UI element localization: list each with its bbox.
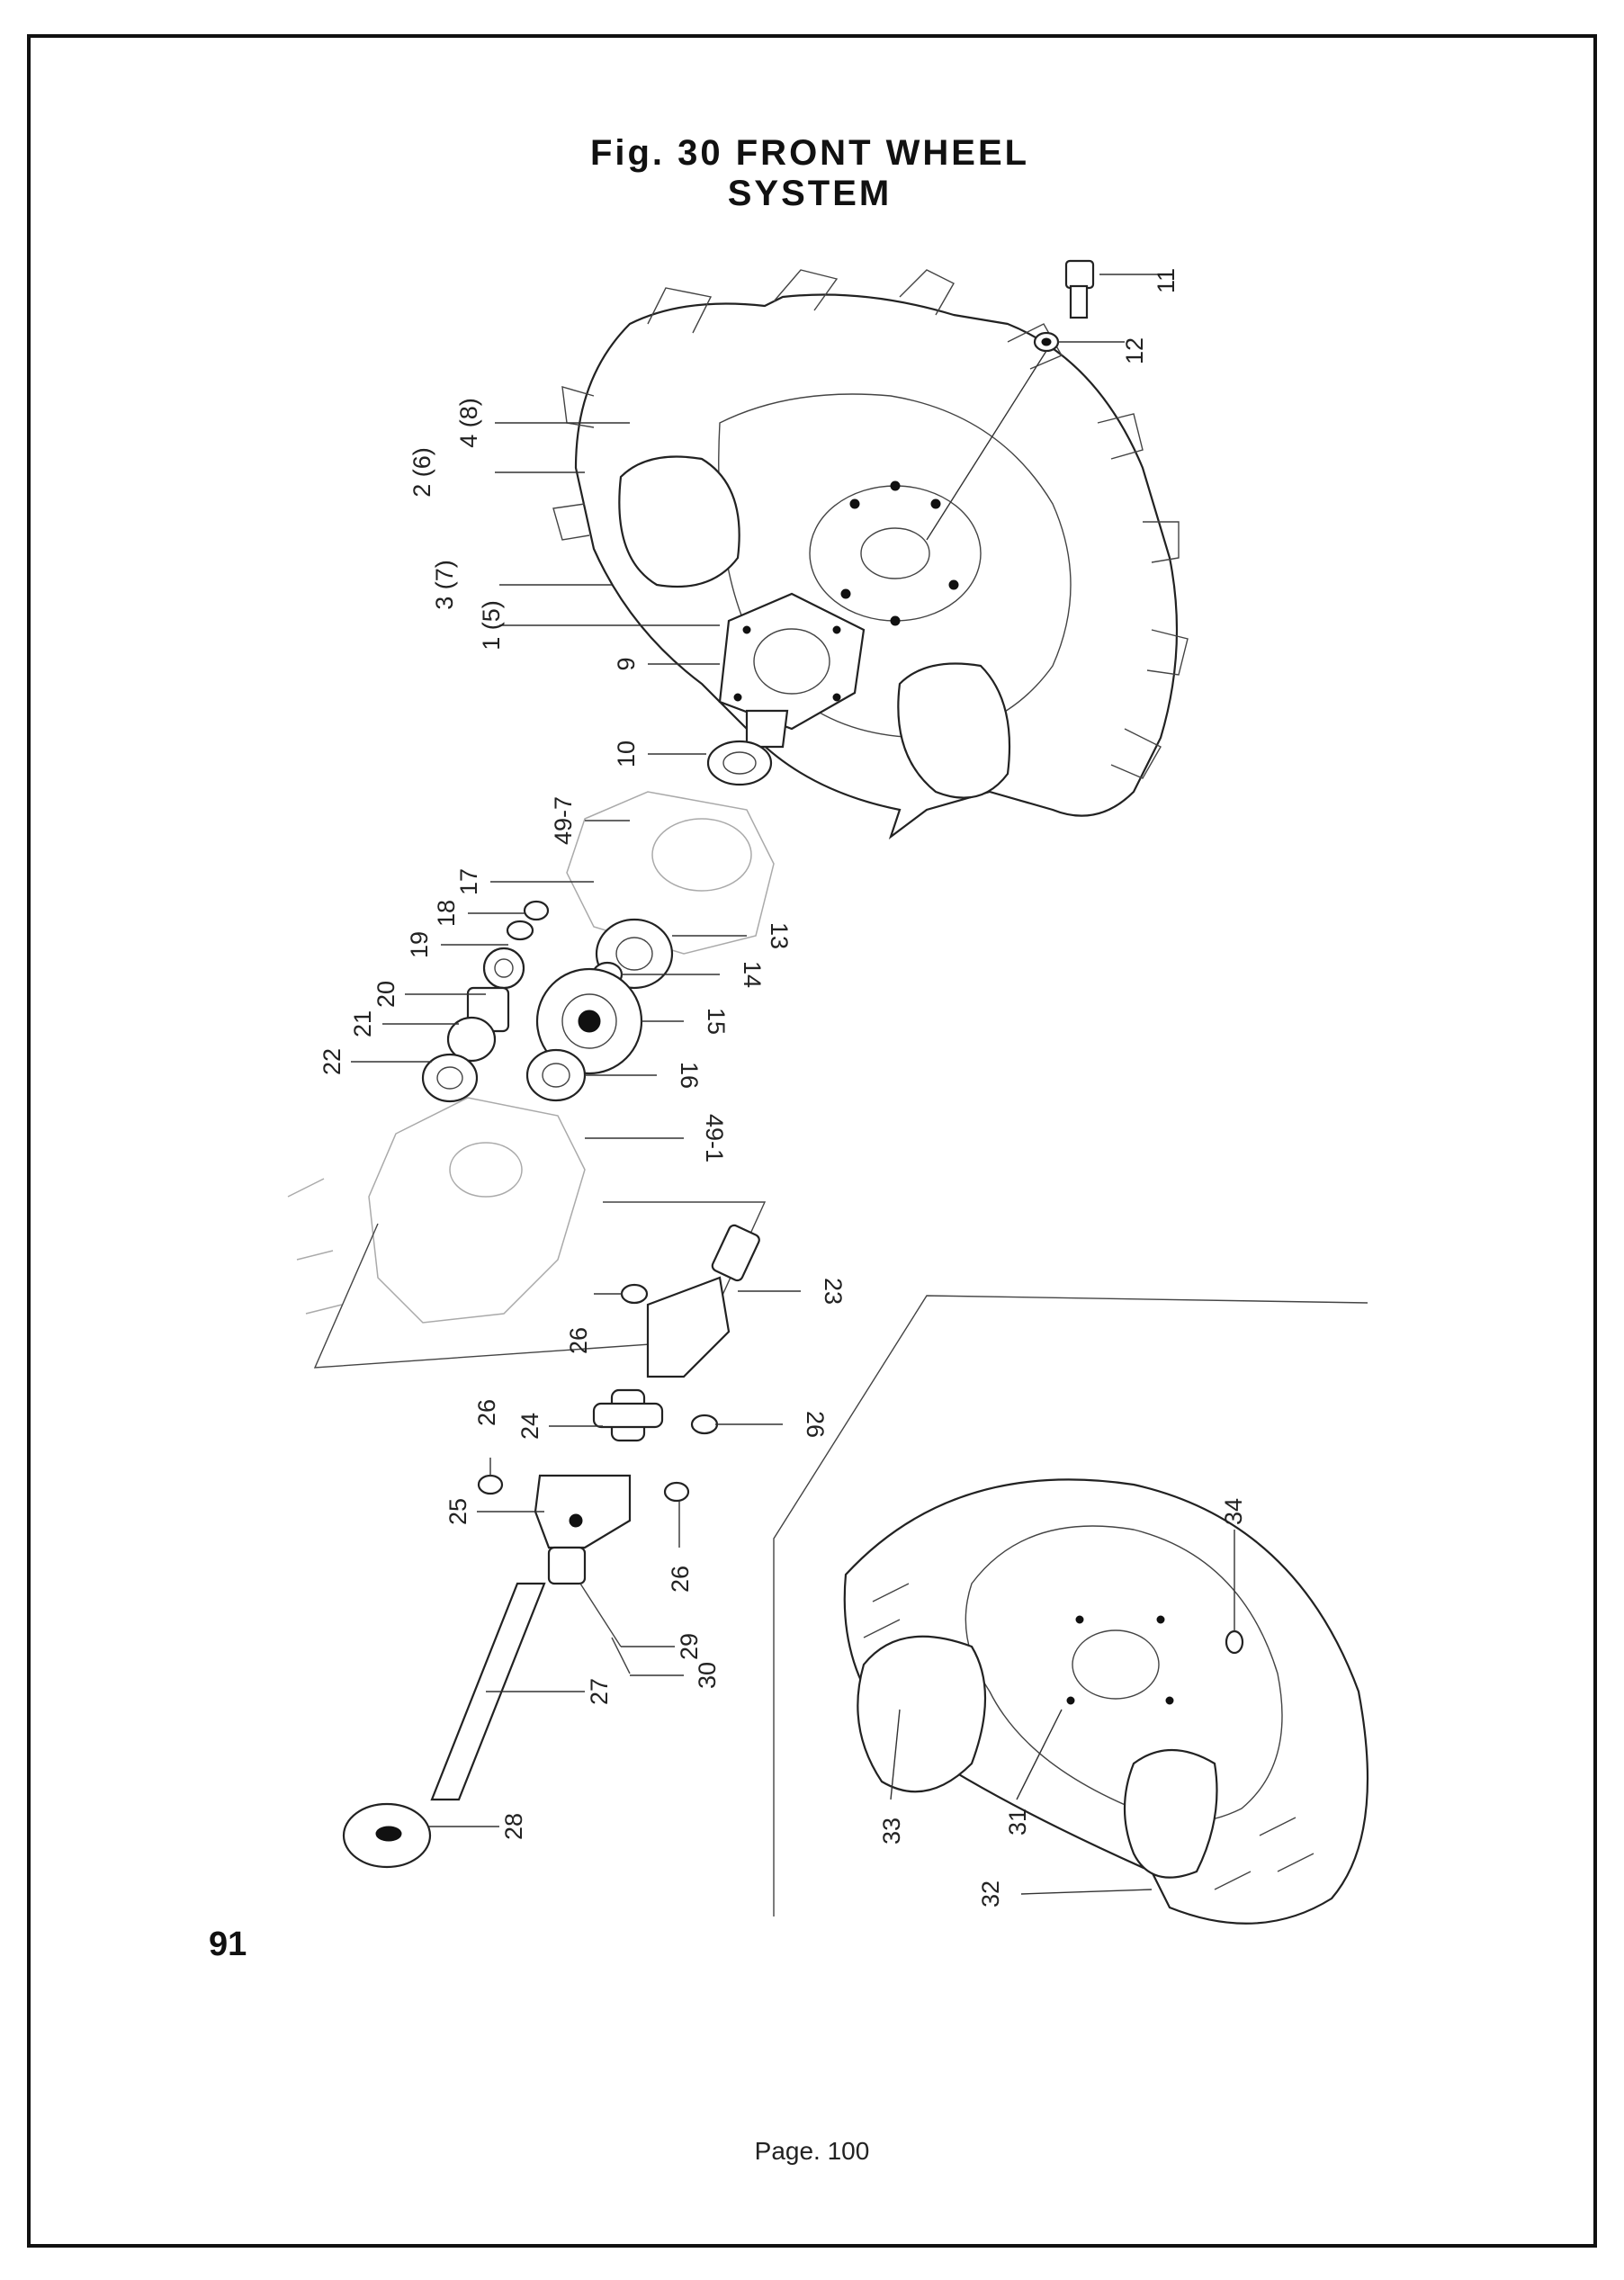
callout-20: 20: [372, 981, 399, 1008]
callout-26-c: 26: [802, 1411, 829, 1438]
callout-16: 16: [676, 1062, 703, 1089]
callout-24: 24: [516, 1413, 543, 1440]
callout-23: 23: [820, 1278, 847, 1305]
callout-49-7: 49-7: [550, 796, 577, 845]
callout-15: 15: [703, 1008, 730, 1035]
callout-21: 21: [349, 1010, 376, 1037]
pneumatic-wheel-drawing: [843, 1478, 1369, 1925]
callout-28: 28: [500, 1813, 527, 1840]
callout-22: 22: [319, 1048, 345, 1075]
yoke-drawing: [534, 1474, 632, 1585]
callout-9: 9: [613, 657, 640, 670]
callout-3-7: 3 (7): [431, 560, 458, 610]
callout-labels: 11 12 4 (8) 2 (6) 3 (7) 1 (5) 9 10 49-7 …: [319, 268, 1247, 1907]
bolt-drawing: [926, 259, 1095, 541]
callout-32: 32: [977, 1881, 1004, 1907]
callout-26-a: 26: [565, 1327, 592, 1354]
callout-29: 29: [676, 1633, 703, 1660]
callout-49-1: 49-1: [701, 1114, 728, 1162]
callout-18: 18: [433, 900, 460, 927]
callout-11: 11: [1153, 268, 1180, 293]
callout-27: 27: [586, 1678, 613, 1705]
callout-30: 30: [694, 1662, 721, 1689]
book-page-number: 91: [209, 1925, 247, 1963]
lug-wheel-drawing: [552, 269, 1189, 839]
gear-train-drawing: [421, 900, 674, 1103]
callout-1-5: 1 (5): [478, 600, 505, 651]
universal-joint-cross-drawing: [477, 1388, 690, 1503]
callout-17: 17: [455, 868, 482, 895]
pneumatic-wheel-box: [773, 1295, 1368, 1916]
callout-34: 34: [1220, 1498, 1247, 1525]
pin-drawing: [579, 1583, 631, 1674]
callout-26-d: 26: [667, 1566, 694, 1593]
callout-19: 19: [406, 931, 433, 958]
callout-33: 33: [878, 1818, 905, 1845]
hub-flange-drawing: [706, 592, 866, 786]
yoke-shaft-drawing: [620, 1224, 760, 1435]
callout-25: 25: [444, 1498, 471, 1525]
callout-26-b: 26: [473, 1399, 500, 1426]
case-cover-drawing: [566, 791, 775, 955]
callout-12: 12: [1121, 337, 1148, 364]
figure-title: Fig. 30 FRONT WHEEL SYSTEM: [589, 133, 1030, 213]
page-footer: Page. 100: [754, 2137, 870, 2165]
callout-31: 31: [1004, 1809, 1031, 1836]
page-frame: [27, 34, 1597, 2248]
leader-lines: [351, 274, 1235, 1895]
callout-10: 10: [613, 741, 640, 767]
callout-13: 13: [766, 922, 793, 949]
callout-4-8: 4 (8): [455, 398, 482, 448]
callout-2-6: 2 (6): [408, 447, 435, 498]
callout-14: 14: [739, 961, 766, 988]
